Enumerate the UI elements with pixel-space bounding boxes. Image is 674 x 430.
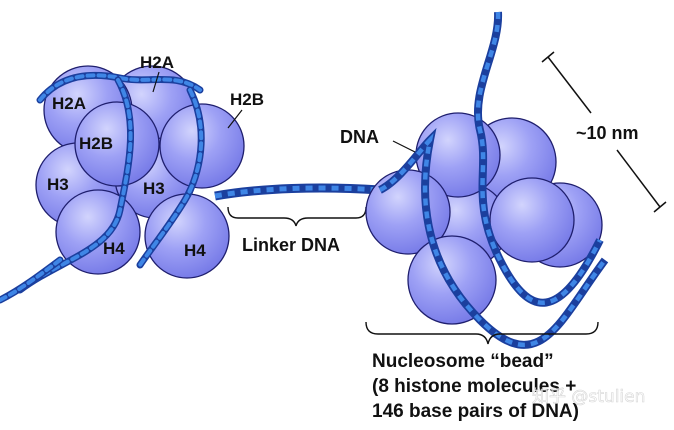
- leader-dna: [392, 140, 416, 153]
- histone-h2b-left-ball: [74, 101, 160, 187]
- label-h4-left: H4: [103, 239, 125, 258]
- right-dna-helix: [377, 11, 609, 349]
- caption-line-1: Nucleosome “bead”: [372, 351, 554, 372]
- bead-brace: [365, 321, 599, 345]
- caption-line-3: 146 base pairs of DNA): [372, 401, 579, 422]
- scale-bar: [541, 51, 667, 213]
- left-dna-helix: [0, 71, 205, 304]
- left-histone-octamer: [35, 65, 245, 279]
- label-h3-left: H3: [47, 175, 69, 194]
- linker-dna-helix: [214, 183, 381, 201]
- label-h2a-top: H2A: [140, 53, 174, 72]
- label-h4-right: H4: [184, 241, 206, 260]
- label-dna: DNA: [340, 127, 379, 147]
- leader-h2b-right: [227, 109, 243, 129]
- label-h2a-left: H2A: [52, 94, 86, 113]
- label-linker-dna: Linker DNA: [242, 235, 340, 255]
- leader-h2a-top: [152, 71, 160, 93]
- linker-brace: [227, 206, 367, 227]
- label-scale: ~10 nm: [576, 123, 639, 143]
- label-h2b-right: H2B: [230, 90, 264, 109]
- watermark: 知乎 @stulien: [532, 387, 645, 407]
- label-h2b-left: H2B: [79, 134, 113, 153]
- caption-line-2: (8 histone molecules +: [372, 376, 576, 397]
- label-h3-center: H3: [143, 179, 165, 198]
